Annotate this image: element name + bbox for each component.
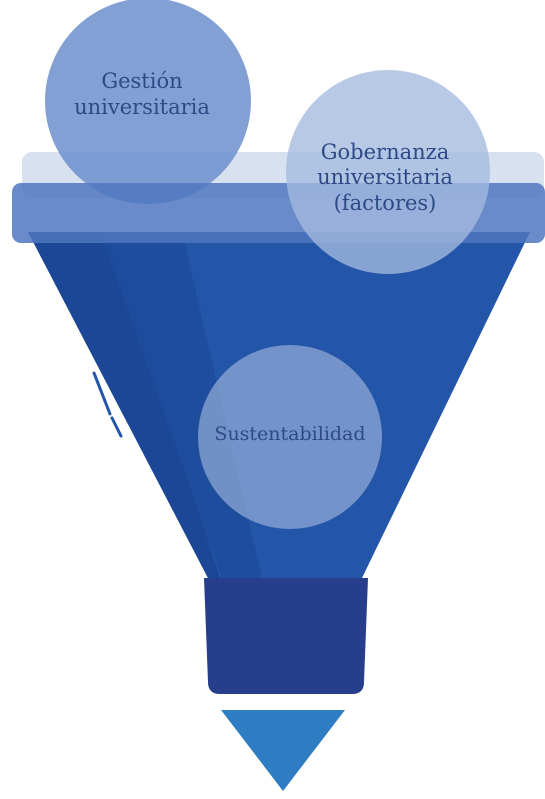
bubble-gestion: [45, 0, 251, 204]
label-sustentabilidad: Sustentabilidad: [214, 423, 366, 446]
label-gobernanza-universitaria: Gobernanza universitaria (factores): [317, 139, 453, 215]
output-arrow-icon: [221, 710, 345, 791]
bubble-sustentabilidad: [198, 345, 382, 529]
glint-line-long: [92, 371, 112, 416]
glint-line-short: [110, 416, 123, 438]
label-gestion-universitaria: Gestión universitaria: [74, 69, 210, 119]
funnel-spout: [204, 578, 368, 694]
funnel-shade-left: [28, 232, 220, 578]
bubble-gobernanza: [286, 70, 490, 274]
